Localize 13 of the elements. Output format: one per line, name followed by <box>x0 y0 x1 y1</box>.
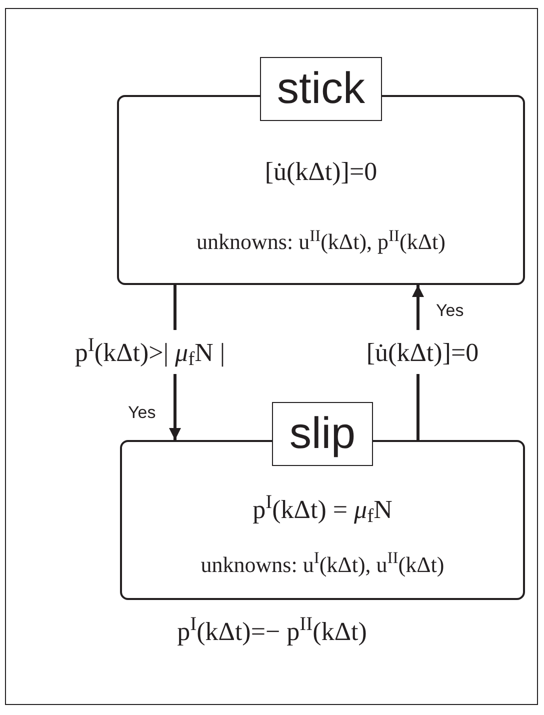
edge-label: Yes <box>436 301 464 320</box>
condition-text: [u̇(kΔt)]=0 <box>366 336 479 368</box>
equation: [u̇(kΔt)]=0 <box>264 156 378 188</box>
equation: unknowns: u$^{II}$(kΔt), p$^{II}$(kΔt) <box>196 225 446 256</box>
equation: p$^{I}$(kΔt)=− p$^{II}$(kΔt) <box>177 613 367 648</box>
equation: p$^{I}$(kΔt) = μ$_{f}$N <box>252 490 392 528</box>
state-title: slip <box>272 402 373 466</box>
connector-arrow <box>412 285 424 330</box>
connector-arrow <box>169 374 181 440</box>
equation: unknowns: u$^{I}$(kΔt), u$^{II}$(kΔt) <box>200 548 444 579</box>
edge-label: Yes <box>128 403 156 422</box>
condition-text: p$^{I}$(kΔt)>| μ$_{f}$N | <box>74 334 226 372</box>
state-title: stick <box>260 57 382 121</box>
